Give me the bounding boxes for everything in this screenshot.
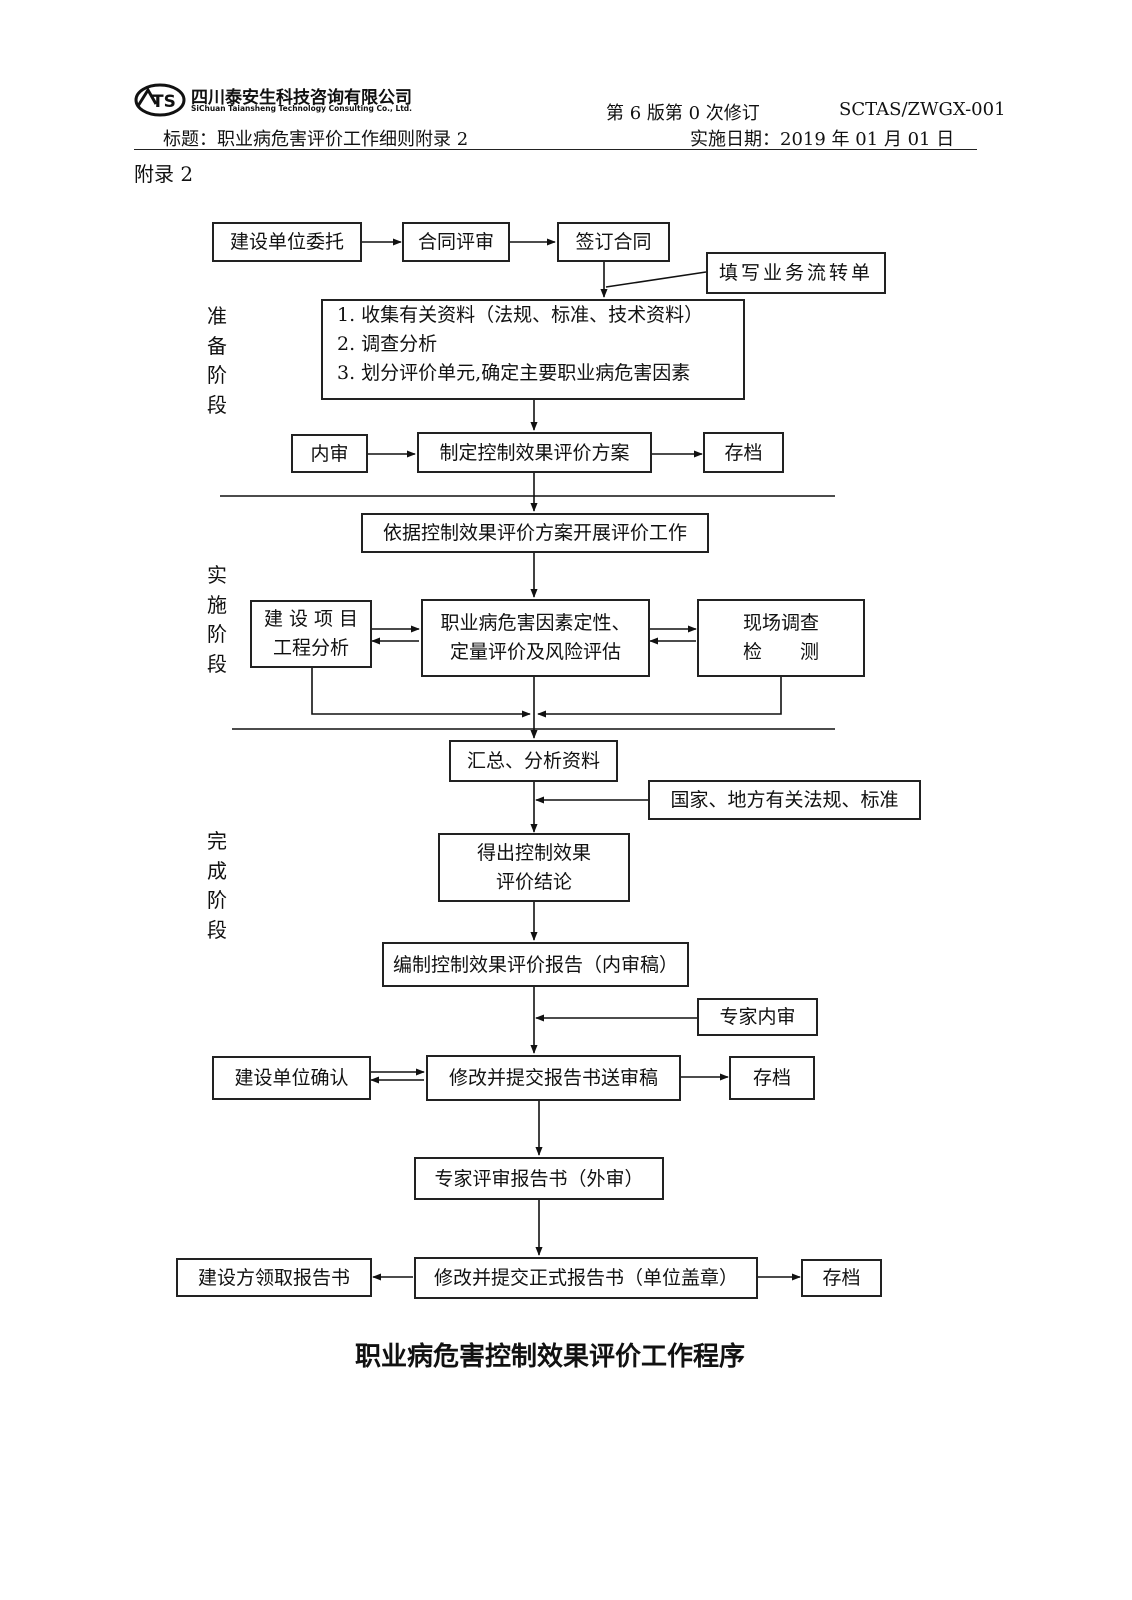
figure-caption: 职业病危害控制效果评价工作程序 — [354, 1342, 745, 1372]
svg-text:TS: TS — [152, 92, 176, 112]
box-client-confirm: 建设单位确认 — [212, 1056, 371, 1100]
box-client-receive: 建设方领取报告书 — [176, 1258, 372, 1297]
box-revise-submit: 修改并提交报告书送审稿 — [426, 1055, 681, 1101]
effective-date: 实施日期：2019 年 01 月 01 日 — [690, 129, 955, 150]
box-client-commission: 建设单位委托 — [212, 222, 362, 262]
box-fill-flow-sheet: 填写业务流转单 — [706, 252, 886, 294]
company-logo: TS — [134, 83, 186, 117]
conclusion-line-1: 得出控制效果 — [476, 841, 591, 864]
prep-task-2: 2. 调查分析 — [337, 333, 438, 355]
conclusion-line-2: 评价结论 — [495, 870, 572, 893]
box-final-report: 修改并提交正式报告书（单位盖章） — [414, 1257, 758, 1299]
box-make-plan: 制定控制效果评价方案 — [417, 432, 652, 473]
site-survey-line-1: 现场调查 — [742, 612, 819, 634]
prep-task-1: 1. 收集有关资料（法规、标准、技术资料） — [337, 304, 704, 326]
appendix-label: 附录 2 — [134, 162, 194, 186]
evaluation-line-2: 定量评价及风险评估 — [449, 641, 621, 663]
box-carry-out: 依据控制效果评价方案开展评价工作 — [361, 513, 709, 553]
box-expert-internal: 专家内审 — [697, 998, 818, 1036]
box-archive-3: 存档 — [801, 1259, 882, 1297]
project-analysis-line-2: 工程分析 — [272, 637, 349, 659]
company-name-cn: 四川泰安生科技咨询有限公司 — [191, 88, 412, 108]
prep-task-3: 3. 划分评价单元,确定主要职业病危害因素 — [337, 362, 691, 384]
version-info: 第 6 版第 0 次修订 — [606, 103, 760, 124]
box-regulations: 国家、地方有关法规、标准 — [648, 780, 921, 820]
box-conclusion: 得出控制效果 评价结论 — [438, 833, 630, 902]
box-project-analysis: 建 设 项 目 工程分析 — [250, 600, 372, 668]
document-title: 标题：职业病危害评价工作细则附录 2 — [163, 129, 469, 150]
box-summarize: 汇总、分析资料 — [449, 740, 618, 782]
site-survey-line-2: 检 测 — [742, 641, 819, 663]
line-project-merge — [311, 668, 531, 718]
stage-label-complete: 完 成 阶 段 — [207, 829, 227, 942]
document-code: SCTAS/ZWGX-001 — [839, 99, 1006, 120]
company-name-en: SiChuan Taiansheng Technology Consulting… — [191, 104, 413, 113]
box-preparation-tasks: 1. 收集有关资料（法规、标准、技术资料） 2. 调查分析 3. 划分评价单元,… — [321, 299, 745, 400]
evaluation-line-1: 职业病危害因素定性、 — [440, 612, 631, 634]
box-archive-2: 存档 — [729, 1056, 815, 1100]
box-evaluation: 职业病危害因素定性、 定量评价及风险评估 — [421, 599, 650, 677]
line-survey-merge — [537, 677, 782, 718]
line-flow-sheet — [605, 271, 707, 288]
box-archive-1: 存档 — [703, 432, 784, 473]
box-contract-review: 合同评审 — [402, 222, 510, 262]
box-draft-report: 编制控制效果评价报告（内审稿） — [382, 942, 689, 987]
box-expert-external: 专家评审报告书（外审） — [414, 1157, 664, 1200]
box-sign-contract: 签订合同 — [557, 222, 670, 262]
box-internal-review: 内审 — [291, 434, 368, 473]
header-rule — [134, 149, 977, 150]
stage-label-implement: 实 施 阶 段 — [207, 563, 227, 676]
box-site-survey: 现场调查 检 测 — [697, 599, 865, 677]
stage-label-prepare: 准 备 阶 段 — [207, 304, 227, 417]
project-analysis-line-1: 建 设 项 目 — [263, 608, 359, 630]
